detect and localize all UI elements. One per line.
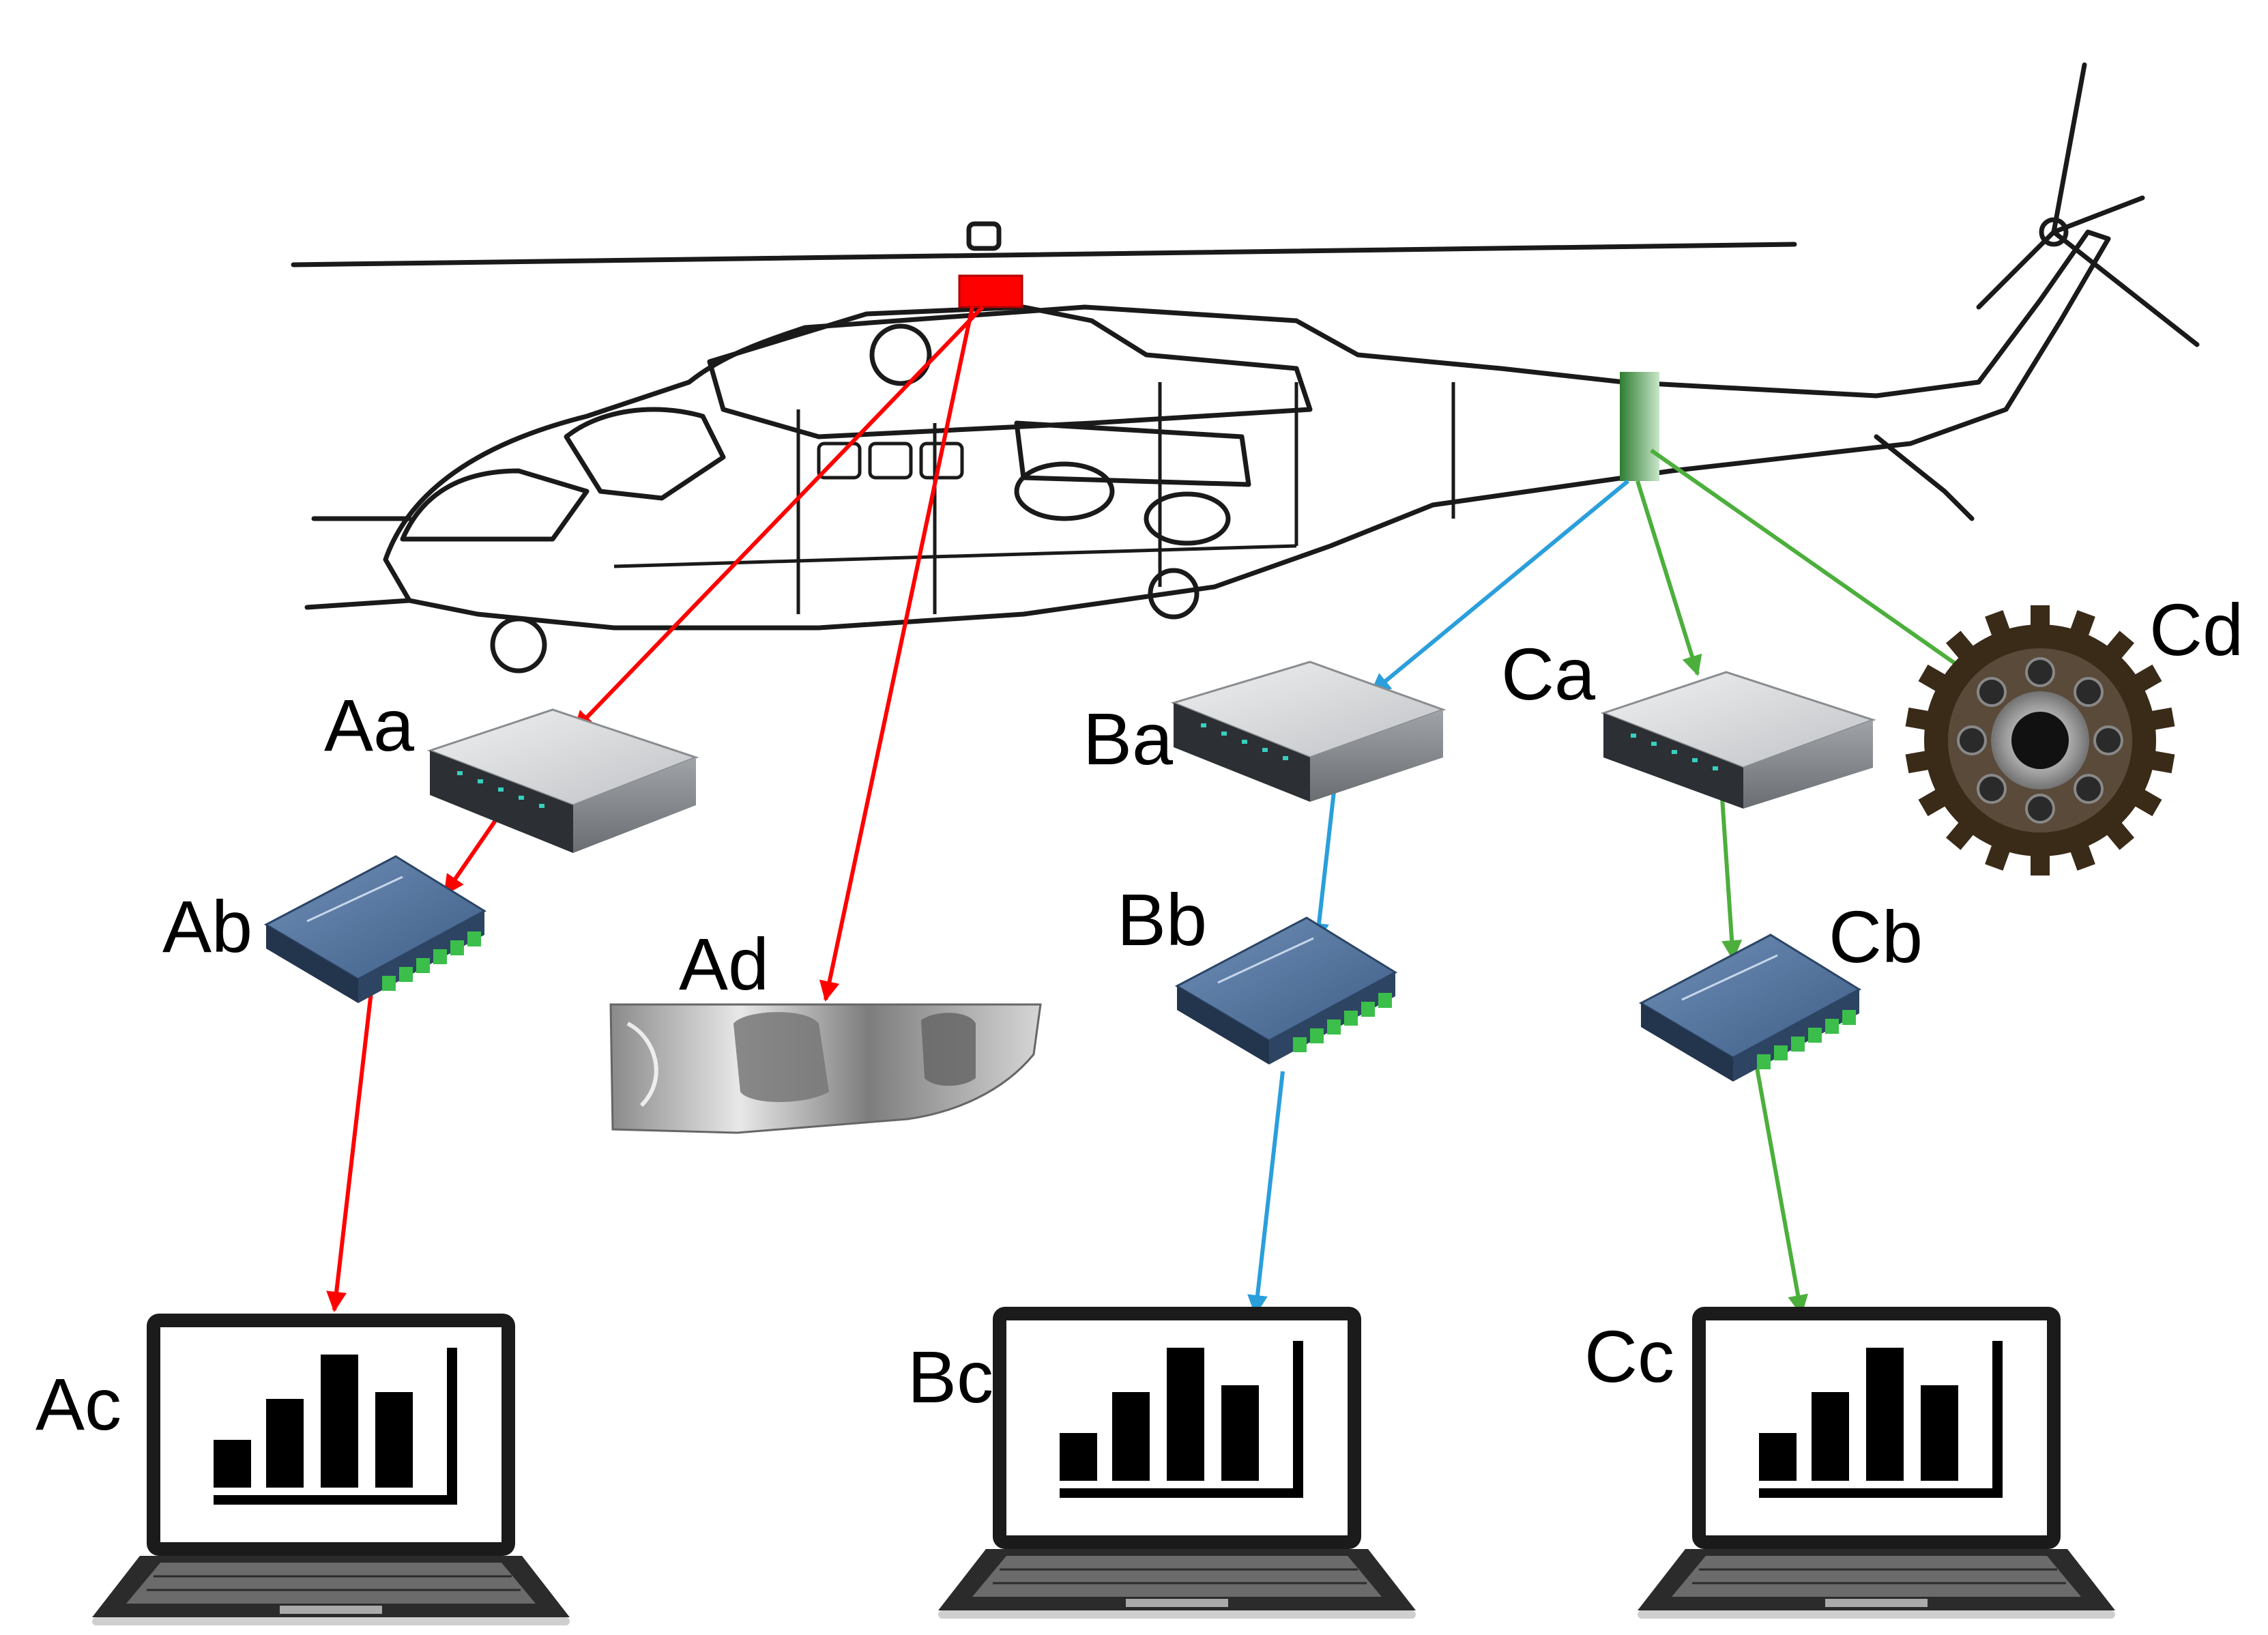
label-Bb: Bb [1117,878,1207,961]
amplifier-icon-Ca [1600,671,1876,809]
edge-sensor-to-Cd [1650,448,1984,684]
label-Ba: Ba [1083,697,1174,780]
edge-sensor-to-Ca [1635,480,1702,676]
daq-icon-Ab [263,855,486,1003]
label-Ad: Ad [679,923,769,1005]
amplifier-icon-Aa [426,708,699,853]
daq-icon-Bb [1174,916,1397,1065]
label-Ac: Ac [35,1363,121,1445]
edge-sensor-to-Aa [572,305,985,732]
label-Aa: Aa [324,684,415,766]
gear-icon [1905,605,2175,876]
edge-sensor-to-Ba [1369,479,1629,695]
amplifier-icon-Ba [1170,661,1446,802]
label-Ab: Ab [162,885,252,968]
tail-sensor-icon [1620,372,1659,481]
laptop-icon-Bc [938,1307,1416,1619]
edge-Ab-to-Ac [326,985,374,1312]
edge-Ba-to-Bb [1309,791,1336,944]
label-Cb: Cb [1829,895,1923,978]
label-Ca: Ca [1501,633,1596,715]
edge-Bb-to-Bc [1247,1071,1285,1316]
daq-icon-Cb [1638,934,1861,1082]
label-Cd: Cd [2149,588,2243,671]
label-Bc: Bc [907,1335,993,1418]
bearing-fragment-icon [609,1003,1042,1134]
main-rotor-sensor-icon [958,274,1023,308]
edge-Cb-to-Cc [1755,1067,1808,1316]
label-Cc: Cc [1584,1315,1674,1398]
edge-sensor-to-Ad [819,306,974,1002]
laptop-icon-Ac [92,1314,570,1625]
helicopter-icon [291,62,2200,674]
laptop-icon-Cc [1638,1307,2115,1619]
